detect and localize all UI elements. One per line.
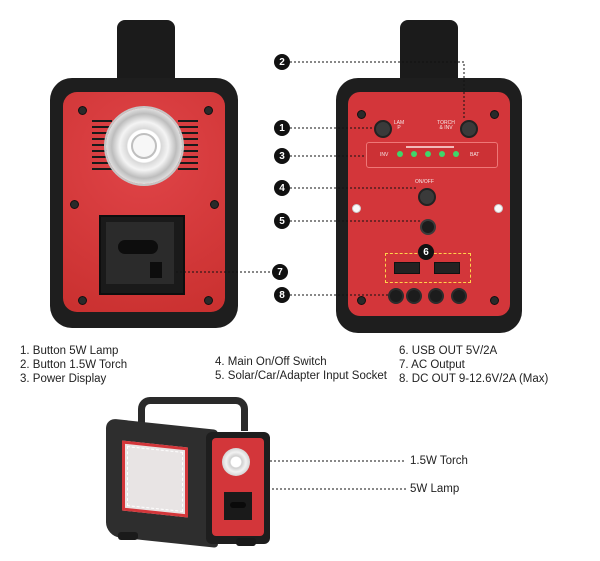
product-handle — [138, 397, 248, 431]
legend-item-7: 7. AC Output — [399, 359, 465, 371]
callout-6: 6 — [418, 244, 434, 260]
power-switch[interactable] — [418, 188, 436, 206]
callout-2: 2 — [274, 54, 290, 70]
power-display-bar — [406, 146, 454, 148]
callout-4: 4 — [274, 180, 290, 196]
led-indicator — [425, 151, 431, 157]
lamp-center — [131, 133, 157, 159]
vent-right — [178, 120, 198, 170]
screw-icon — [204, 106, 213, 115]
torch-button-label: TORCH & INV — [437, 120, 455, 131]
dc-port[interactable] — [451, 288, 467, 304]
callout-3: 3 — [274, 148, 290, 164]
screw-icon — [490, 296, 499, 305]
product-socket-hole — [230, 502, 246, 508]
screw-icon — [494, 204, 503, 213]
lamp-button-label: LAM P — [393, 120, 405, 131]
ac-socket-holes — [118, 240, 158, 254]
screw-icon — [352, 204, 361, 213]
lamp-button[interactable] — [374, 120, 392, 138]
lamp-label: 5W Lamp — [410, 483, 460, 495]
product-foot — [236, 538, 256, 546]
callout-1: 1 — [274, 120, 290, 136]
ac-socket-ground — [150, 262, 162, 278]
legend-item-5: 5. Solar/Car/Adapter Input Socket — [215, 370, 387, 382]
legend-item-2: 2. Button 1.5W Torch — [20, 359, 128, 371]
legend-item-3: 3. Power Display — [20, 373, 107, 385]
dc-port[interactable] — [428, 288, 444, 304]
screw-icon — [490, 110, 499, 119]
legend-item-1: 1. Button 5W Lamp — [20, 345, 119, 357]
callout-7: 7 — [272, 264, 288, 280]
led-indicator — [411, 151, 417, 157]
screw-icon — [210, 200, 219, 209]
callout-5: 5 — [274, 213, 290, 229]
bat-label: BAT — [470, 152, 480, 158]
legend-item-8: 8. DC OUT 9-12.6V/2A (Max) — [399, 373, 549, 385]
onoff-label: ON/OFF — [415, 179, 434, 185]
inv-label: INV — [380, 152, 389, 158]
product-side-window — [122, 440, 188, 518]
screw-icon — [78, 296, 87, 305]
torch-button[interactable] — [460, 120, 478, 138]
screw-icon — [357, 296, 366, 305]
dc-port[interactable] — [406, 288, 422, 304]
product-foot — [118, 532, 138, 540]
input-socket[interactable] — [420, 219, 436, 235]
usb-port[interactable] — [394, 262, 420, 274]
led-indicator — [453, 151, 459, 157]
screw-icon — [78, 106, 87, 115]
usb-port[interactable] — [434, 262, 460, 274]
torch-label: 1.5W Torch — [410, 455, 468, 467]
led-indicator — [397, 151, 403, 157]
legend-item-6: 6. USB OUT 5V/2A — [399, 345, 498, 357]
screw-icon — [357, 110, 366, 119]
callout-8: 8 — [274, 287, 290, 303]
screw-icon — [70, 200, 79, 209]
led-indicator — [439, 151, 445, 157]
product-torch — [222, 448, 250, 476]
dc-port[interactable] — [388, 288, 404, 304]
legend-item-4: 4. Main On/Off Switch — [215, 356, 327, 368]
screw-icon — [204, 296, 213, 305]
